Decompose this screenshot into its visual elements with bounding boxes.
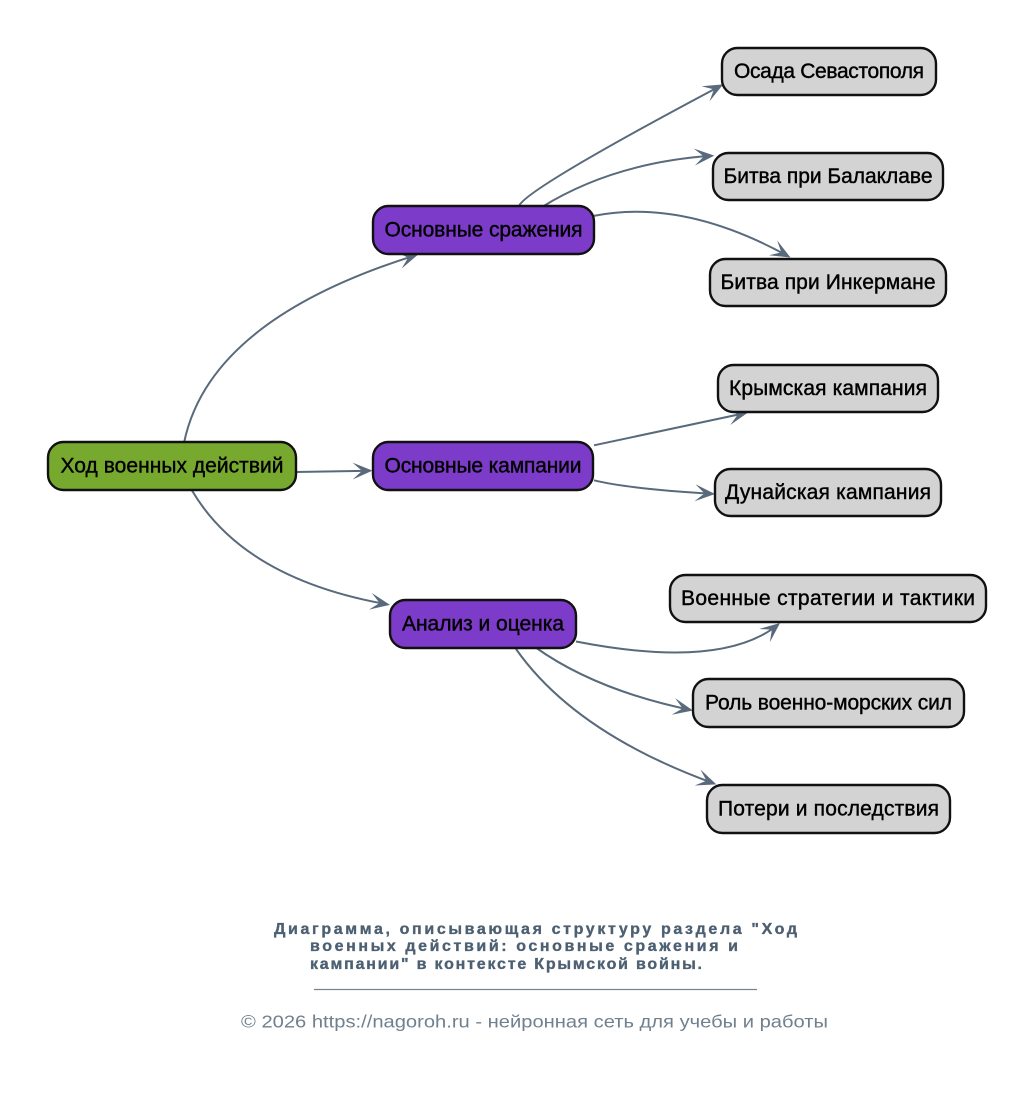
svg-text:Потери и последствия: Потери и последствия [718, 798, 939, 821]
svg-text:кампании" в контексте Крымской: кампании" в контексте Крымской войны. [310, 956, 702, 973]
svg-text:военных действий: основные сра: военных действий: основные сражения и [310, 938, 738, 955]
svg-text:Дунайская кампания: Дунайская кампания [725, 481, 931, 504]
svg-text:Основные кампании: Основные кампании [385, 455, 582, 478]
svg-text:Диаграмма, описывающая структу: Диаграмма, описывающая структуру раздела… [274, 921, 797, 938]
svg-text:Военные стратегии и тактики: Военные стратегии и тактики [681, 587, 975, 610]
svg-text:Основные сражения: Основные сражения [385, 219, 583, 242]
svg-text:Роль военно-морских сил: Роль военно-морских сил [705, 692, 952, 715]
svg-text:Битва при Инкермане: Битва при Инкермане [721, 271, 936, 294]
svg-text:Крымская кампания: Крымская кампания [729, 377, 927, 400]
svg-text:© 2026 https://nagoroh.ru - не: © 2026 https://nagoroh.ru - нейронная се… [241, 1012, 828, 1032]
svg-text:Осада Севастополя: Осада Севастополя [734, 60, 924, 83]
svg-text:Анализ и оценка: Анализ и оценка [402, 613, 564, 636]
svg-text:Ход военных действий: Ход военных действий [61, 455, 284, 478]
svg-text:Битва при Балаклаве: Битва при Балаклаве [724, 165, 933, 188]
